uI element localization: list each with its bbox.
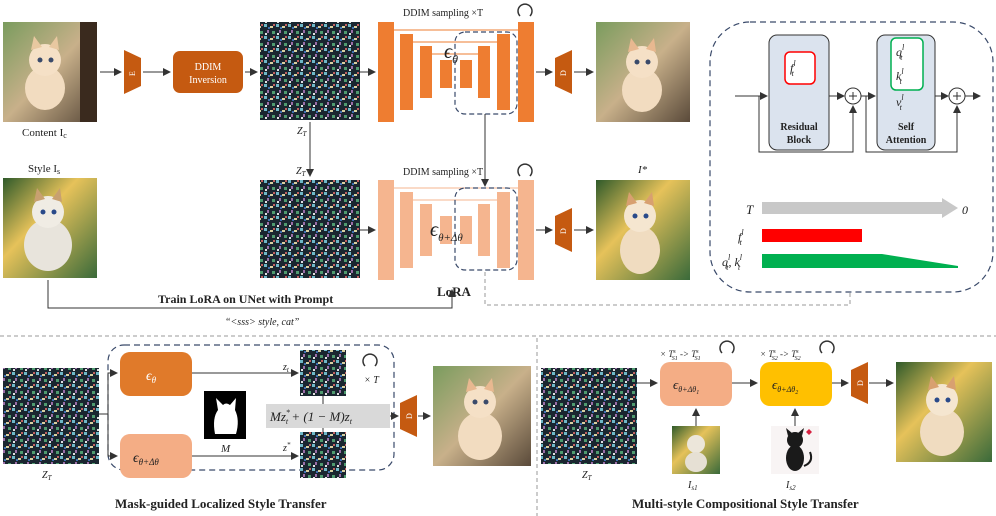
zT-label-br: ZT	[582, 470, 593, 482]
timeline-green-bar	[762, 254, 958, 268]
skip-connection-1	[758, 96, 857, 153]
style-image-s2	[771, 426, 819, 474]
unet-top-eps: ϵθ	[444, 41, 458, 66]
br-eps2-block	[760, 362, 832, 406]
bl-times-T: × T	[364, 375, 380, 386]
noise-latent-br	[541, 368, 637, 464]
bl-noise-zt-star	[300, 432, 346, 478]
loop-icon-br2	[819, 340, 835, 354]
skip-connection-2	[865, 96, 961, 153]
bl-eps-lora-block	[120, 434, 192, 478]
attention-label-2: Attention	[886, 135, 927, 146]
noise-latent-bl	[3, 368, 99, 464]
bl-eps-theta: ϵθ	[146, 369, 157, 385]
br-eps1-block	[660, 362, 732, 406]
panel-link	[484, 272, 851, 306]
br-title: Multi-style Compositional Style Transfer	[632, 496, 859, 511]
bl-zt-label: zt	[282, 362, 290, 374]
timeline-red-bar	[762, 229, 862, 242]
output-image-top	[596, 22, 690, 122]
lora-label: LoRA	[437, 284, 472, 299]
style-caption: Style Is	[28, 163, 60, 176]
style-image-s1	[672, 426, 720, 474]
istar-label: I*	[637, 164, 648, 176]
unet-top	[378, 22, 534, 122]
residual-label-1: Residual	[780, 122, 817, 133]
noise-latent-top	[260, 22, 360, 120]
content-image	[3, 22, 97, 122]
unet-lora-eps: ϵθ+Δθ	[430, 219, 463, 244]
zT-label-mid: ZT	[296, 166, 307, 178]
mask-image	[204, 391, 246, 439]
decoder-mid-label: D	[559, 228, 568, 234]
loop-icon-br1	[719, 340, 735, 354]
bl-noise-zt	[300, 350, 346, 396]
bl-zt-star-label: z*	[282, 441, 291, 454]
loop-icon-bl	[362, 353, 378, 367]
unet-lora	[378, 180, 534, 280]
content-caption: Content Ic	[22, 127, 67, 140]
output-image-br	[896, 362, 992, 462]
loop-icon-top	[517, 3, 533, 17]
decoder-top	[555, 50, 572, 94]
blend-formula: Mz*t + (1 − M)zt	[269, 408, 353, 426]
detail-panel	[709, 21, 994, 293]
f-feature-box	[784, 51, 816, 85]
br-eps1: ϵθ+Δθ1	[673, 377, 699, 396]
bl-arrow-up	[107, 369, 118, 414]
attention-label-1: Self	[898, 122, 915, 133]
decoder-bl	[400, 395, 417, 437]
Is1-label: Is1	[687, 480, 698, 492]
decoder-br	[851, 362, 868, 404]
timeline-gray-arrow	[762, 198, 958, 218]
qk-feature-box	[890, 37, 924, 91]
decoder-br-label: D	[856, 380, 865, 386]
ddim-inversion-line1: DDIM	[195, 62, 222, 73]
ddim-inversion-line2: Inversion	[189, 75, 227, 86]
train-label: Train LoRA on UNet with Prompt	[158, 292, 333, 306]
bl-title: Mask-guided Localized Style Transfer	[115, 496, 327, 511]
decoder-top-label: D	[559, 70, 568, 76]
zT-label-bl: ZT	[42, 470, 53, 482]
blend-formula-box	[266, 404, 390, 428]
encoder-block	[124, 50, 141, 94]
sampling-label-top: DDIM sampling ×T	[403, 8, 483, 19]
timeline-T: T	[746, 202, 754, 217]
bl-arrow-down	[107, 414, 118, 460]
Is2-label: Is2	[785, 480, 796, 492]
br-eps2: ϵθ+Δθ2	[772, 377, 798, 396]
residual-label-2: Block	[787, 135, 812, 146]
prompt-label: “<sss> style, cat”	[225, 317, 300, 328]
loop-icon-mid	[517, 163, 533, 177]
decoder-bl-label: D	[405, 413, 414, 419]
zT-label-top: ZT	[297, 126, 308, 138]
output-image-bl	[433, 366, 531, 466]
bl-eps-theta-block	[120, 352, 192, 396]
decoder-mid	[555, 208, 572, 252]
noise-latent-mid	[260, 180, 360, 278]
sampling-label-mid: DDIM sampling ×T	[403, 167, 483, 178]
mask-label: M	[220, 443, 231, 455]
encoder-label: E	[128, 71, 137, 76]
ddim-inversion-block	[173, 51, 243, 93]
arrow-train-lora	[47, 280, 456, 309]
timeline-zero: 0	[962, 203, 968, 217]
output-image-istar	[596, 180, 690, 280]
bl-eps-lora: ϵθ+Δθ	[133, 451, 159, 467]
style-image	[3, 178, 97, 278]
